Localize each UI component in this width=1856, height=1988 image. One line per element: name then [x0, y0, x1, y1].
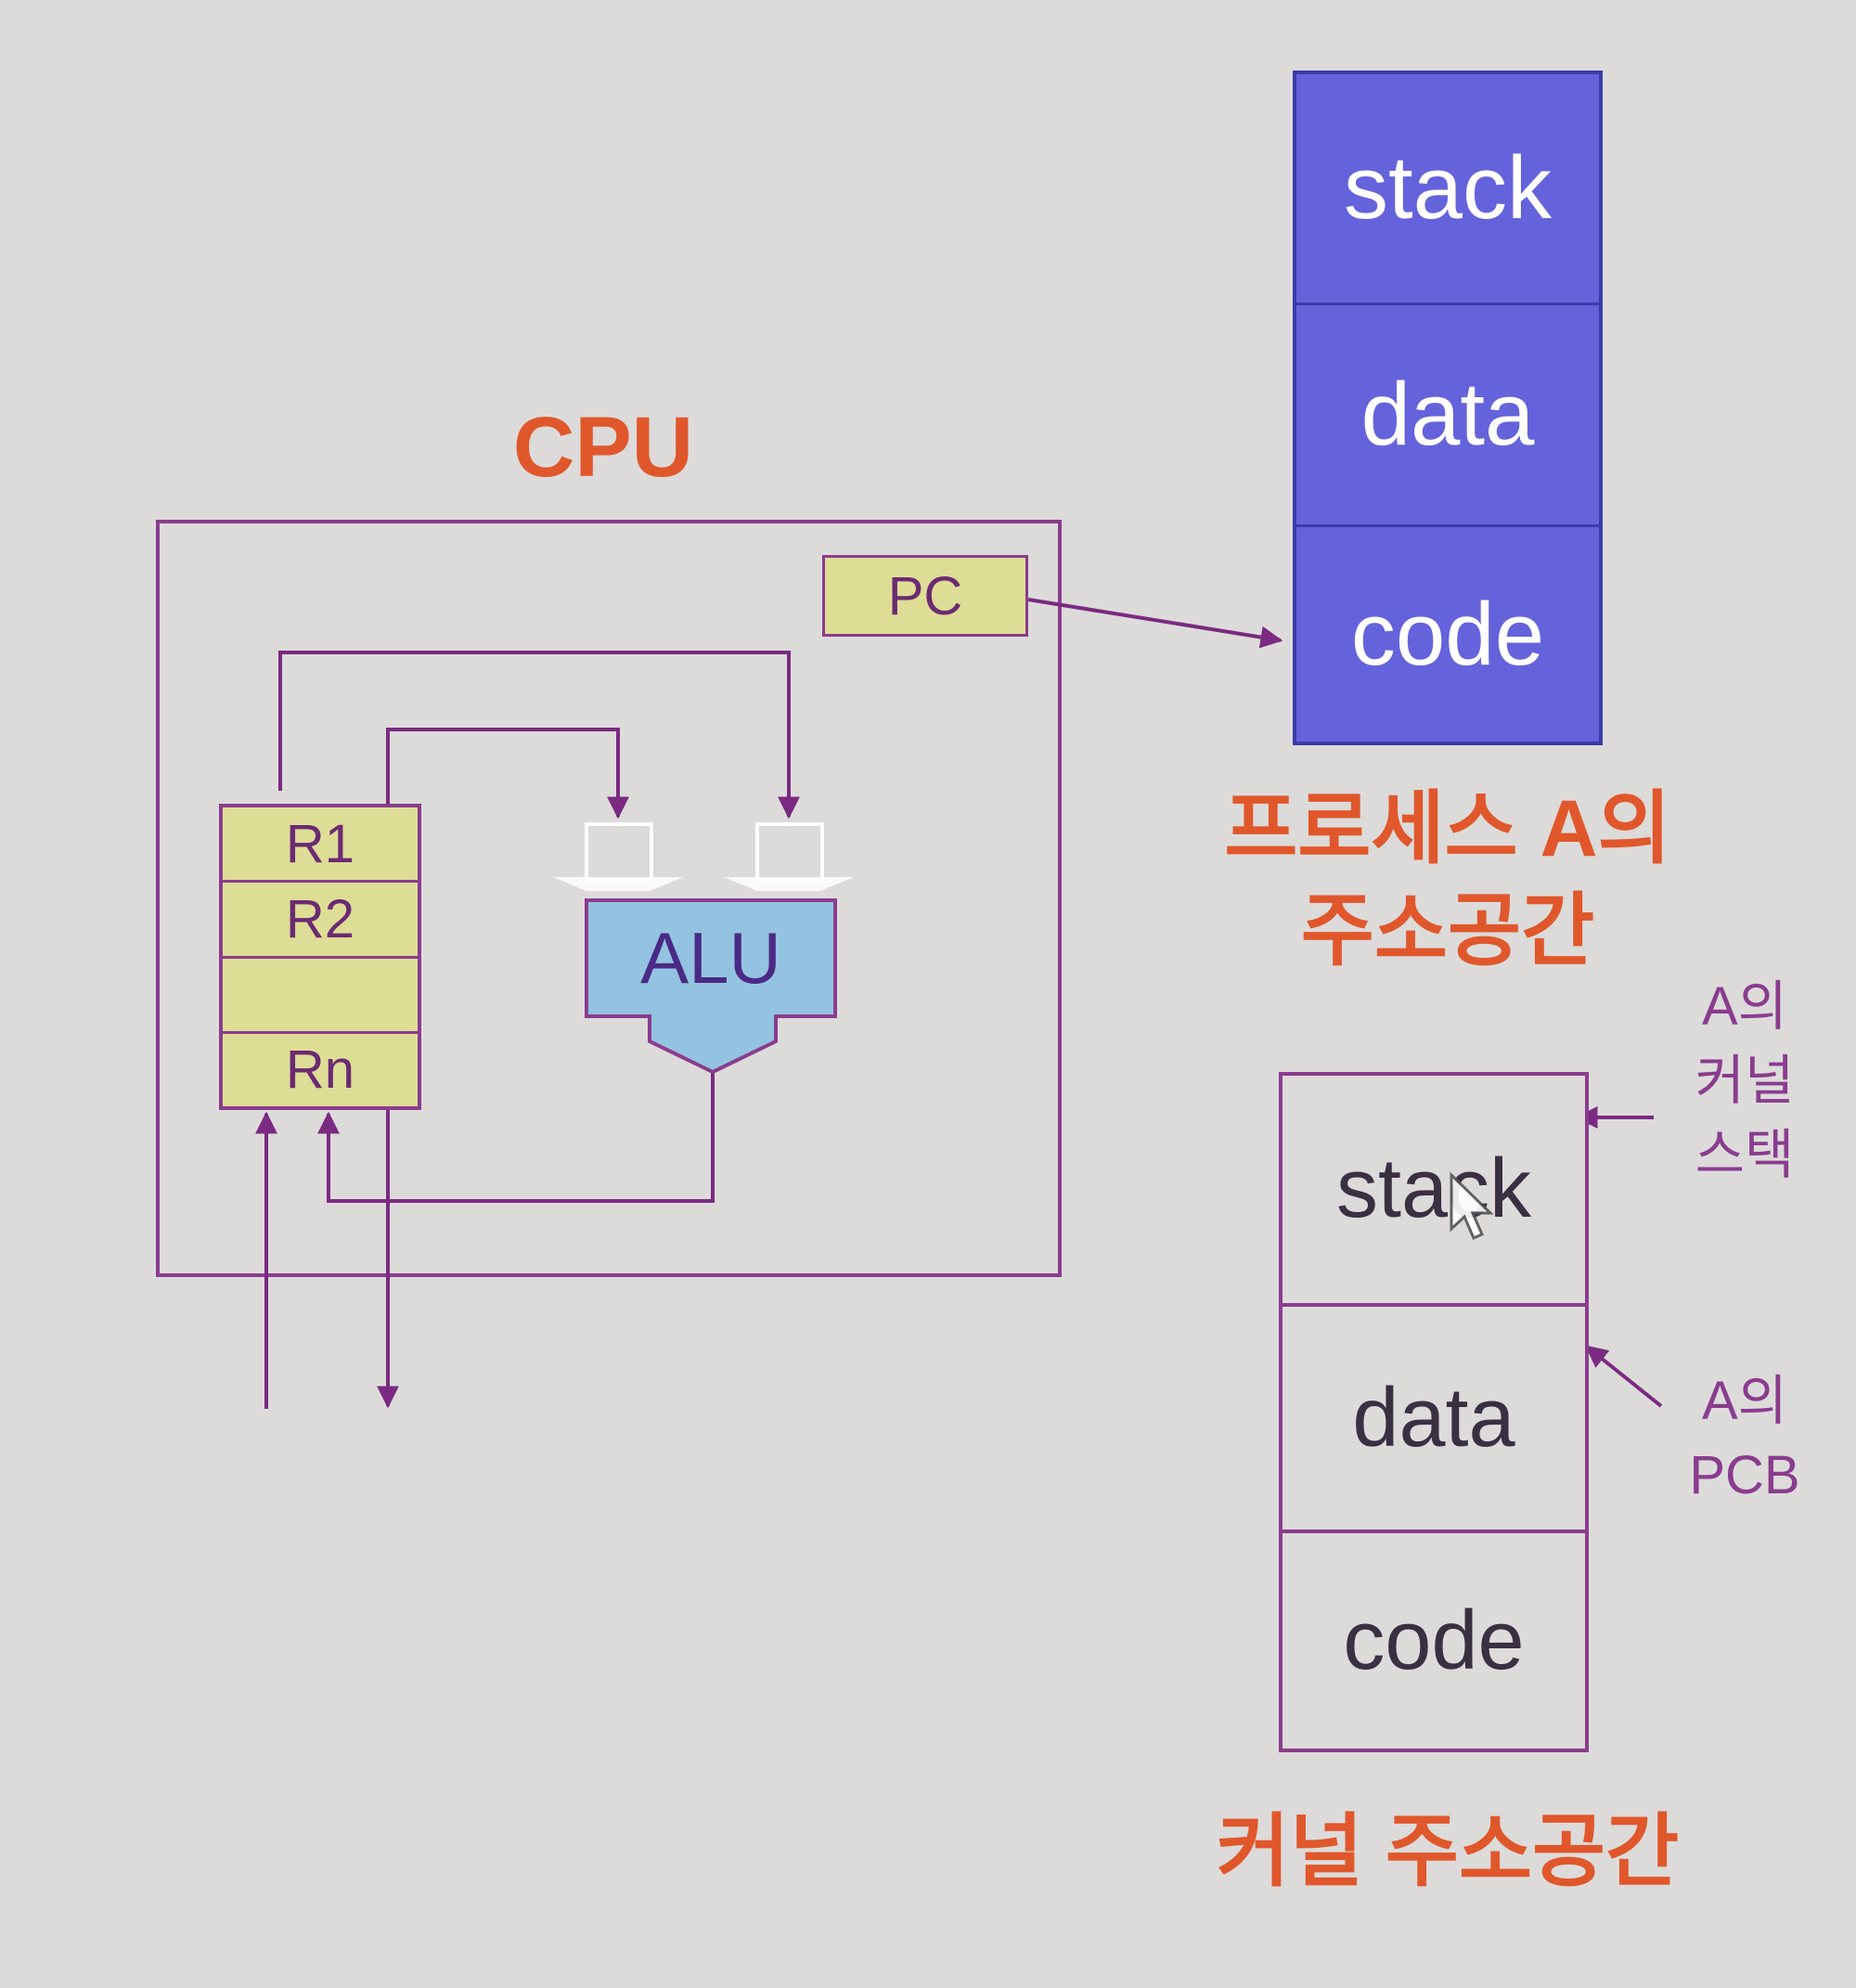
register-file: R1 R2 Rn	[219, 804, 421, 1110]
note-kernel-stack: A의 커널 스택	[1661, 970, 1828, 1193]
cpu-box	[156, 520, 1062, 1277]
pc-register: PC	[822, 555, 1028, 637]
pcb-pointer	[1585, 1345, 1663, 1408]
alu-output-connector	[317, 1072, 715, 1203]
process-a-stack-label: stack	[1343, 138, 1553, 238]
register-rn-label: Rn	[285, 1039, 355, 1101]
kernel-code-label: code	[1343, 1594, 1525, 1687]
register-rn: Rn	[223, 1033, 418, 1106]
note-pcb: A의 PCB	[1661, 1364, 1828, 1513]
note-kernel-stack-line2: 커널	[1695, 1051, 1795, 1111]
kernel-stack: stack	[1282, 1076, 1585, 1307]
kernel-stack-label: stack	[1335, 1142, 1532, 1235]
register-r1: R1	[223, 807, 418, 884]
pc-to-code-arrow	[1027, 598, 1283, 649]
note-pcb-line2: PCB	[1689, 1445, 1800, 1505]
r1-to-alu-connector	[278, 651, 800, 820]
kernel-caption: 커널 주소공간	[1216, 1807, 1680, 1896]
kernel-address-space: stack data code	[1279, 1072, 1589, 1752]
process-a-code-label: code	[1350, 584, 1545, 684]
process-a-data: data	[1296, 305, 1599, 527]
pc-label: PC	[887, 565, 963, 626]
register-r2: R2	[223, 883, 418, 959]
note-kernel-stack-line1: A의	[1701, 976, 1788, 1037]
register-empty	[223, 958, 418, 1034]
process-a-code: code	[1296, 527, 1599, 742]
kernel-data: data	[1282, 1307, 1585, 1533]
kernel-data-label: data	[1352, 1371, 1515, 1465]
r2-to-alu-connector	[386, 728, 629, 820]
alu-shape	[585, 898, 837, 1075]
alu-input-funnel-right	[724, 877, 854, 891]
process-a-data-label: data	[1360, 365, 1535, 464]
cpu-title: CPU	[512, 400, 694, 495]
process-a-caption-line1: 프로세스 A의	[1224, 784, 1671, 873]
register-r2-label: R2	[285, 888, 355, 949]
process-a-stack: stack	[1296, 74, 1599, 305]
note-kernel-stack-line3: 스택	[1695, 1125, 1795, 1185]
register-r1-label: R1	[285, 813, 355, 874]
process-a-address-space: stack data code	[1293, 71, 1603, 745]
mouse-cursor-icon	[1450, 1171, 1494, 1240]
alu-input-latch-right	[755, 822, 824, 882]
process-a-caption-line2: 주소공간	[1300, 886, 1595, 975]
kernel-code: code	[1282, 1533, 1585, 1749]
alu-input-funnel-left	[553, 877, 683, 891]
alu-label: ALU	[640, 917, 781, 999]
note-pcb-line1: A의	[1701, 1371, 1788, 1431]
alu-input-latch-left	[585, 822, 653, 882]
